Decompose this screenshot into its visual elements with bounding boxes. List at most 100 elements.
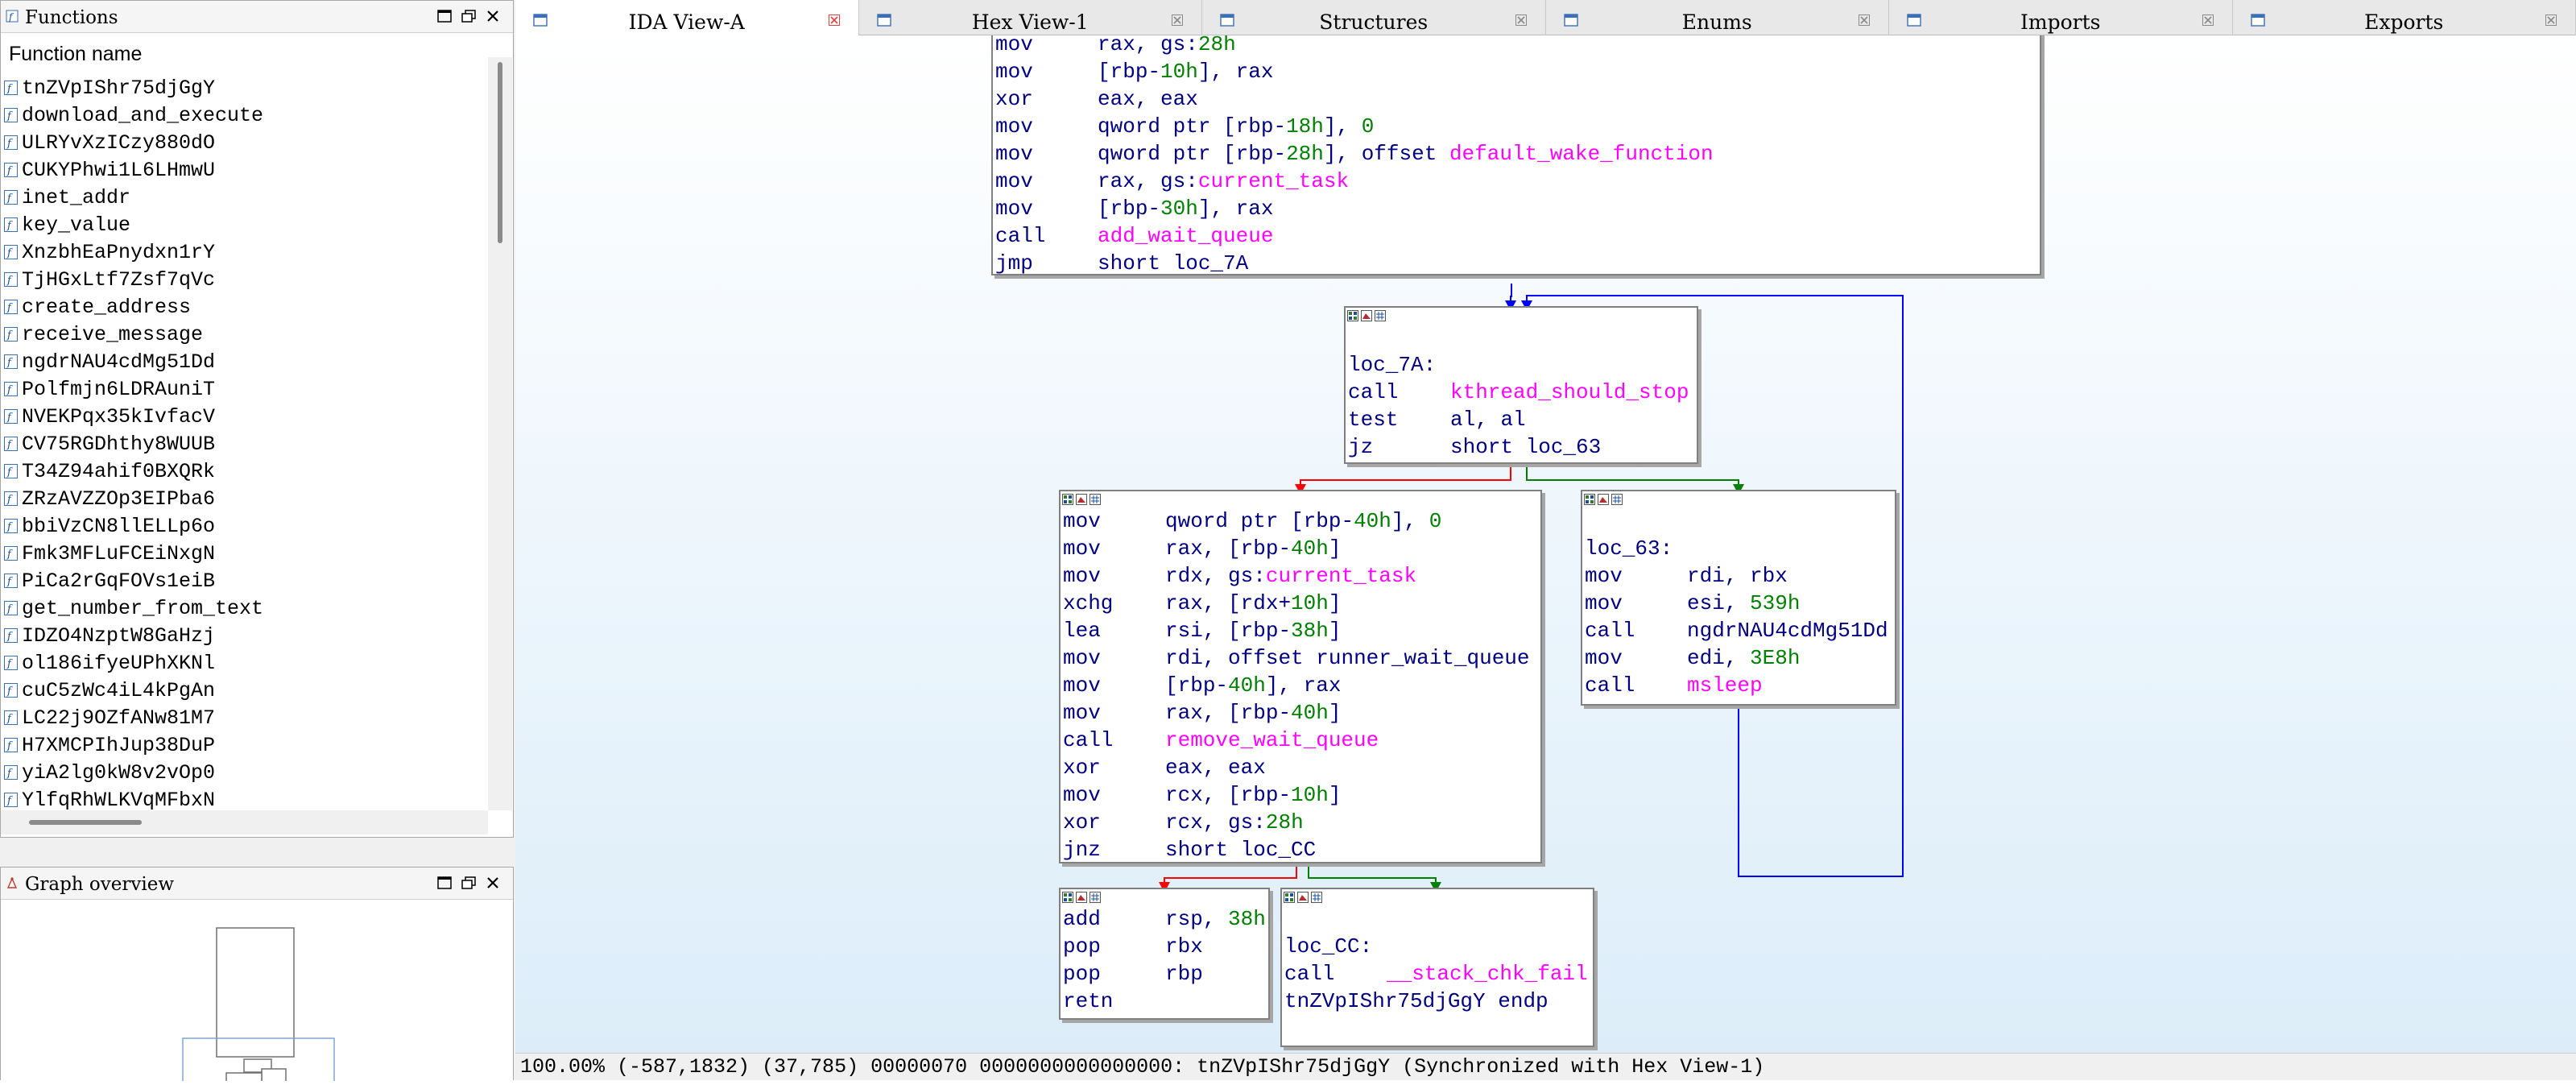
tab-imports[interactable]: Imports: [1889, 0, 2233, 35]
code-label[interactable]: loc_CC:: [1282, 933, 1593, 960]
tab-structures[interactable]: Structures: [1202, 0, 1546, 35]
node-header[interactable]: [1061, 491, 1540, 507]
scrollbar-thumb[interactable]: [29, 820, 142, 825]
functions-vertical-scrollbar[interactable]: [488, 57, 512, 810]
close-icon[interactable]: [482, 872, 503, 893]
node-color-icon[interactable]: [1062, 892, 1073, 903]
tab-ida-view-a[interactable]: IDA View-A: [515, 0, 859, 35]
functions-horizontal-scrollbar[interactable]: [1, 810, 488, 834]
node-graph-icon[interactable]: [1598, 494, 1609, 505]
instruction-line[interactable]: mov[rbp-30h], rax: [993, 195, 2040, 222]
tab-close-icon[interactable]: [828, 14, 841, 27]
instruction-line[interactable]: call__stack_chk_fail: [1282, 960, 1593, 988]
functions-panel-titlebar[interactable]: f Functions: [1, 1, 513, 33]
tab-close-icon[interactable]: [2202, 14, 2214, 27]
graph-overview-minimap[interactable]: [1, 900, 513, 1081]
minimize-icon[interactable]: [434, 872, 455, 893]
node-grid-icon[interactable]: [1375, 310, 1386, 321]
node-color-icon[interactable]: [1062, 494, 1073, 505]
graph-overview-titlebar[interactable]: Graph overview: [1, 868, 513, 900]
instruction-line[interactable]: mov[rbp-40h], rax: [1061, 672, 1540, 699]
node-graph-icon[interactable]: [1076, 494, 1087, 505]
node-grid-icon[interactable]: [1311, 892, 1322, 903]
node-color-icon[interactable]: [1347, 310, 1358, 321]
node-header[interactable]: [1061, 889, 1268, 905]
scrollbar-thumb[interactable]: [498, 62, 502, 243]
tab-close-icon[interactable]: [1858, 14, 1871, 27]
tab-close-icon[interactable]: [1171, 14, 1184, 27]
function-end-line[interactable]: tnZVpIShr75djGgY endp: [1282, 988, 1593, 1015]
graph-overview-canvas[interactable]: [1, 900, 513, 1081]
tab-enums[interactable]: Enums: [1546, 0, 1890, 35]
restore-icon[interactable]: [458, 872, 479, 893]
restore-icon[interactable]: [458, 6, 479, 27]
node-graph-icon[interactable]: [1361, 310, 1372, 321]
code-label[interactable]: loc_7A:: [1346, 351, 1697, 379]
node-grid-icon[interactable]: [1611, 494, 1623, 505]
node-color-icon[interactable]: [1284, 892, 1295, 903]
node-graph-icon[interactable]: [1297, 892, 1309, 903]
node-grid-icon[interactable]: [1090, 892, 1101, 903]
node-grid-icon[interactable]: [1090, 494, 1101, 505]
node-color-icon[interactable]: [1584, 494, 1595, 505]
minimize-icon[interactable]: [434, 6, 455, 27]
close-icon[interactable]: [482, 6, 503, 27]
tab-hex-view-1[interactable]: Hex View-1: [859, 0, 1203, 35]
tab-close-icon[interactable]: [1515, 14, 1528, 27]
